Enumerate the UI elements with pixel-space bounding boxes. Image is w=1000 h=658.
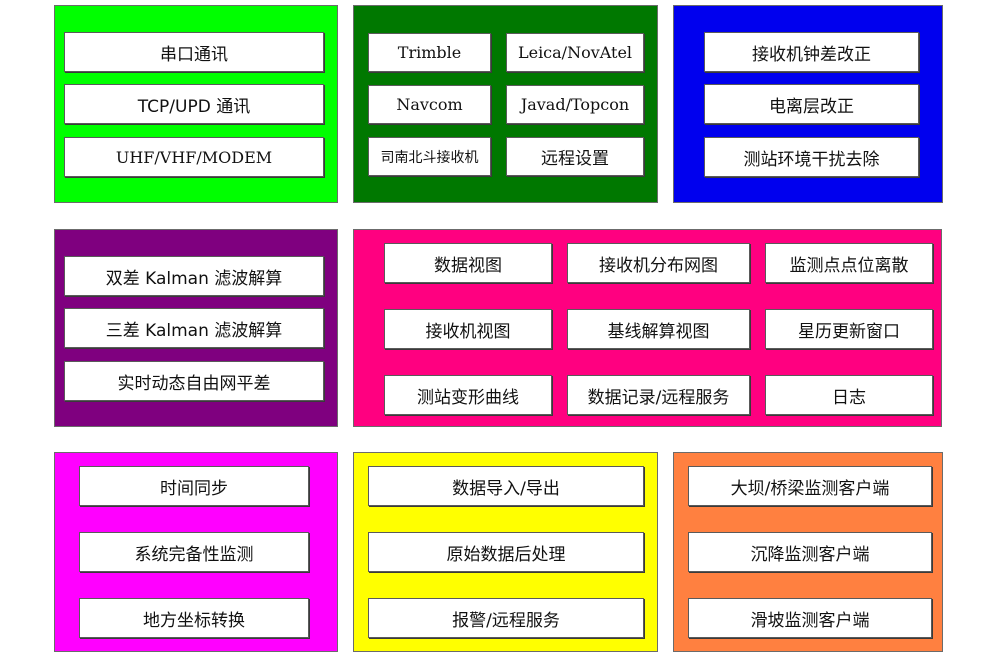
receivers-panel: Trimble Leica/NovAtel Navcom Javad/Topco…	[353, 5, 658, 203]
remote-settings-button[interactable]: 远程设置	[506, 137, 644, 176]
time-panel: 时间同步 系统完备性监测 地方坐标转换	[54, 452, 338, 652]
leica-novatel-button[interactable]: Leica/NovAtel	[506, 33, 644, 72]
station-interference-removal-button[interactable]: 测站环境干扰去除	[704, 137, 919, 177]
triple-diff-kalman-button[interactable]: 三差 Kalman 滤波解算	[64, 308, 324, 348]
settlement-client-button[interactable]: 沉降监测客户端	[688, 532, 932, 572]
station-deformation-curve-button[interactable]: 测站变形曲线	[384, 375, 552, 415]
data-record-remote-service-button[interactable]: 数据记录/远程服务	[567, 375, 750, 415]
monitor-point-dispersion-button[interactable]: 监测点点位离散	[765, 243, 933, 283]
log-button[interactable]: 日志	[765, 375, 933, 415]
system-integrity-monitor-button[interactable]: 系统完备性监测	[79, 532, 309, 572]
baseline-solution-view-button[interactable]: 基线解算视图	[567, 309, 750, 349]
serial-comm-button[interactable]: 串口通讯	[64, 32, 324, 72]
ephemeris-update-window-button[interactable]: 星历更新窗口	[765, 309, 933, 349]
javad-topcon-button[interactable]: Javad/Topcon	[506, 85, 644, 124]
tcp-udp-comm-button[interactable]: TCP/UPD 通讯	[64, 84, 324, 124]
uhf-vhf-modem-button[interactable]: UHF/VHF/MODEM	[64, 137, 324, 177]
receiver-network-map-button[interactable]: 接收机分布网图	[567, 243, 750, 283]
communication-panel: 串口通讯 TCP/UPD 通讯 UHF/VHF/MODEM	[54, 5, 338, 203]
dam-bridge-client-button[interactable]: 大坝/桥梁监测客户端	[688, 466, 932, 506]
free-network-adjustment-button[interactable]: 实时动态自由网平差	[64, 361, 324, 401]
raw-data-postprocess-button[interactable]: 原始数据后处理	[368, 532, 644, 572]
navcom-button[interactable]: Navcom	[368, 85, 491, 124]
ionosphere-correction-button[interactable]: 电离层改正	[704, 84, 919, 124]
trimble-button[interactable]: Trimble	[368, 33, 491, 72]
data-view-button[interactable]: 数据视图	[384, 243, 552, 283]
time-sync-button[interactable]: 时间同步	[79, 466, 309, 506]
double-diff-kalman-button[interactable]: 双差 Kalman 滤波解算	[64, 256, 324, 296]
solving-panel: 双差 Kalman 滤波解算 三差 Kalman 滤波解算 实时动态自由网平差	[54, 229, 338, 427]
alarm-remote-service-button[interactable]: 报警/远程服务	[368, 598, 644, 638]
receiver-clock-correction-button[interactable]: 接收机钟差改正	[704, 32, 919, 72]
landslide-client-button[interactable]: 滑坡监测客户端	[688, 598, 932, 638]
corrections-panel: 接收机钟差改正 电离层改正 测站环境干扰去除	[673, 5, 943, 203]
sinan-beidou-receiver-button[interactable]: 司南北斗接收机	[368, 137, 491, 176]
data-panel: 数据导入/导出 原始数据后处理 报警/远程服务	[353, 452, 658, 652]
receiver-view-button[interactable]: 接收机视图	[384, 309, 552, 349]
data-import-export-button[interactable]: 数据导入/导出	[368, 466, 644, 506]
views-panel: 数据视图 接收机分布网图 监测点点位离散 接收机视图 基线解算视图 星历更新窗口…	[353, 229, 942, 427]
local-coordinate-transform-button[interactable]: 地方坐标转换	[79, 598, 309, 638]
clients-panel: 大坝/桥梁监测客户端 沉降监测客户端 滑坡监测客户端	[673, 452, 943, 652]
